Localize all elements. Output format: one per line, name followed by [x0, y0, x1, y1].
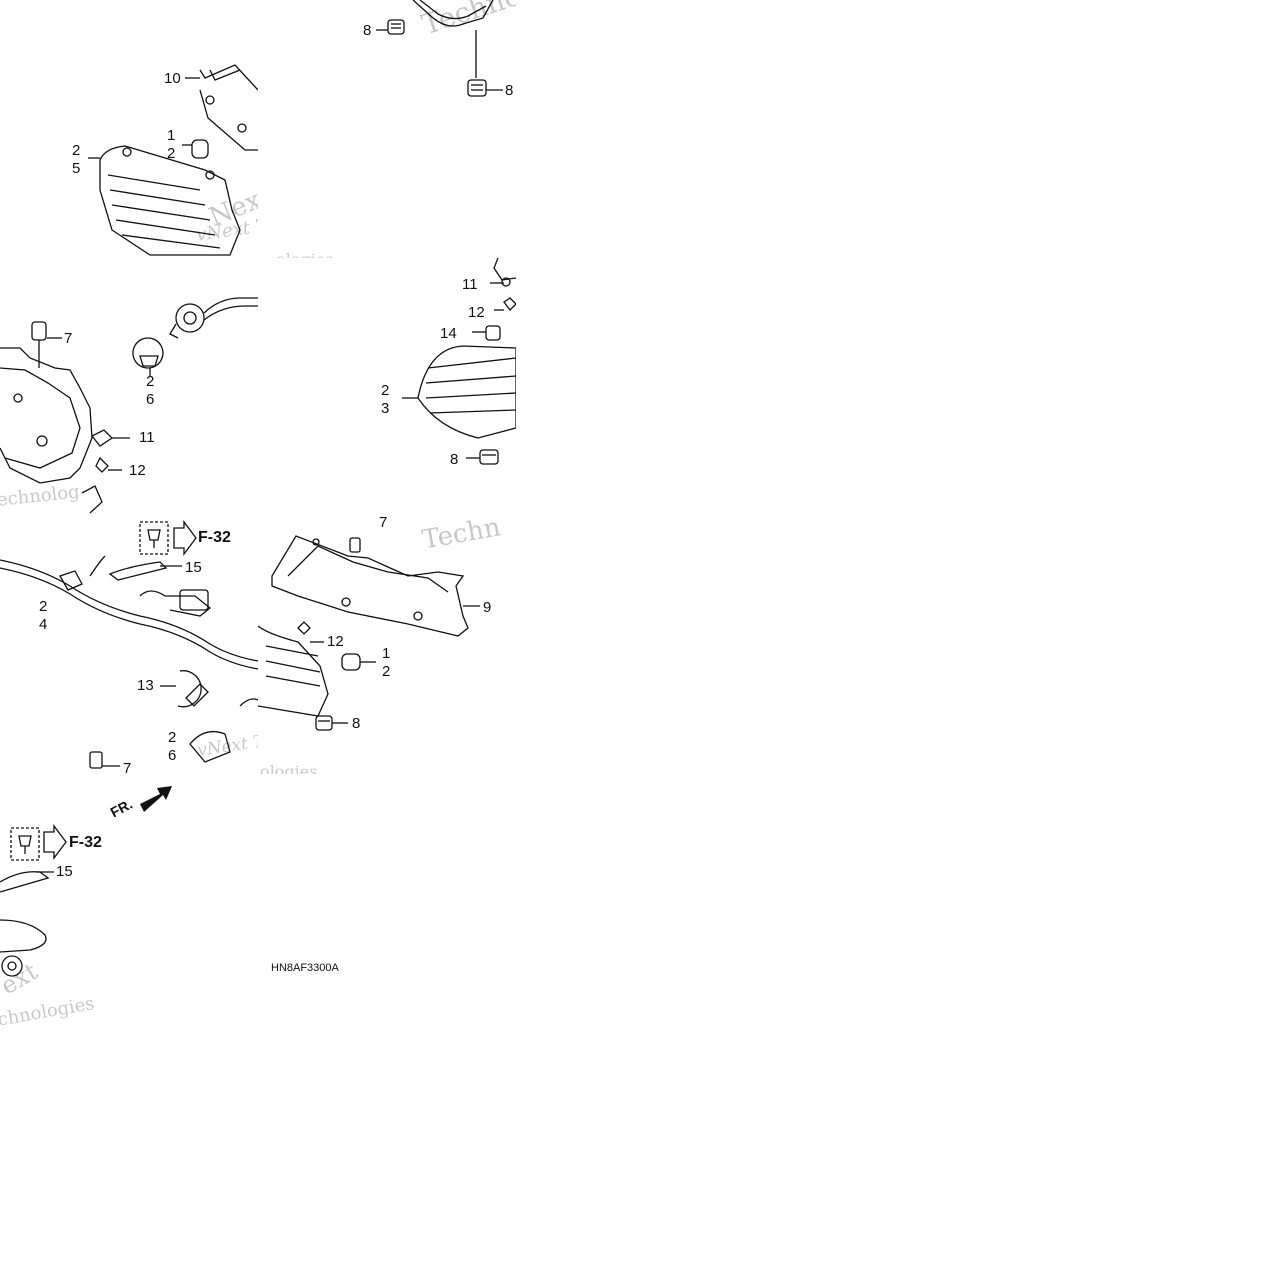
callout-2: 2: [72, 142, 81, 159]
diagram-tile-headlight-left: 10 1 2 2 5 vNext Tec Next: [0, 0, 258, 258]
callout-6: 6: [168, 747, 177, 764]
diagram-tile-connector-lower: F-32 15 ext chnologies: [0, 820, 258, 1032]
callout-12: 12: [468, 304, 485, 321]
connector-lower-drawing: [0, 824, 67, 977]
callout-6: 6: [146, 391, 155, 408]
headlight-assembly-drawing: [88, 64, 258, 256]
diagram-tile-turn-signal: 11 12 14 2 3 8: [258, 258, 516, 516]
section-ref-f32: F-32: [198, 529, 231, 546]
headlight-housing-drawing: [376, 0, 503, 97]
callout-8: 8: [352, 715, 361, 732]
callout-13: 13: [137, 677, 154, 694]
callout-2: 2: [39, 598, 48, 615]
callout-7: 7: [123, 760, 132, 774]
callout-1: 1: [167, 127, 176, 144]
lower-bracket-drawing: [258, 535, 480, 731]
turn-signal-drawing: [402, 258, 516, 465]
callout-4: 4: [39, 616, 48, 633]
mount-bracket-drawing: [0, 297, 258, 514]
callout-8: 8: [505, 82, 514, 99]
callout-2: 2: [168, 729, 177, 746]
callout-12: 12: [129, 462, 146, 479]
callout-10: 10: [164, 70, 181, 87]
diagram-tile-lower-bracket: 7 9 12 1 2 8 Techn ologies: [258, 516, 516, 774]
wire-harness-drawing: [0, 520, 258, 769]
front-arrow-icon: [140, 786, 172, 812]
callout-8: 8: [363, 22, 372, 39]
watermark-text: ologies: [260, 762, 318, 774]
section-ref-f32: F-32: [69, 834, 102, 851]
callout-2: 2: [382, 663, 391, 680]
diagram-code: HN8AF3300A: [271, 962, 339, 974]
callout-12: 12: [327, 633, 344, 650]
callout-5: 5: [72, 160, 81, 177]
callout-2: 2: [146, 373, 155, 390]
callout-11: 11: [462, 276, 478, 293]
diagram-tile-wire-harness: F-32 15 2 4 13 2 6 7 vNext Tec: [0, 516, 258, 774]
callout-11: 11: [139, 429, 155, 446]
callout-15: 15: [185, 559, 202, 576]
callout-14: 14: [440, 325, 457, 342]
callout-7: 7: [379, 516, 388, 531]
diagram-tile-top-right: 8 8 Techno: [258, 0, 516, 258]
callout-15: 15: [56, 863, 73, 880]
callout-9: 9: [483, 599, 492, 616]
callout-8: 8: [450, 451, 459, 468]
diagram-tile-mount-bracket: 7 2 6 11 12 echnolog: [0, 258, 258, 516]
callout-2: 2: [381, 382, 390, 399]
callout-3: 3: [381, 400, 390, 417]
callout-2: 2: [167, 145, 176, 162]
callout-1: 1: [382, 645, 391, 662]
diagram-tile-front-arrow: FR.: [100, 774, 180, 834]
callout-7: 7: [64, 330, 73, 347]
